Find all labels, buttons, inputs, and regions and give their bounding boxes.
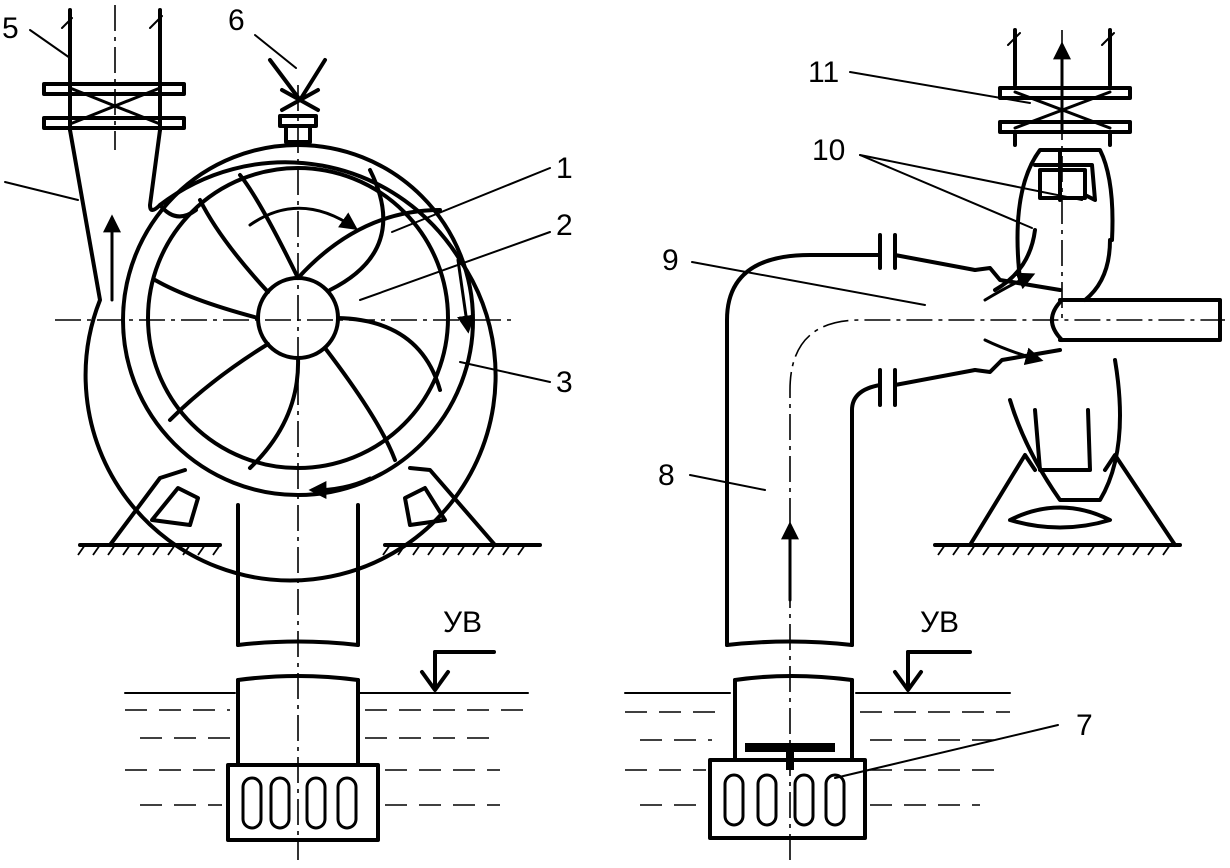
discharge-pipe-right <box>998 28 1132 147</box>
right-pump-figure <box>624 28 1225 860</box>
label-8: 8 <box>658 459 675 492</box>
suction-elbow-right <box>708 233 977 840</box>
vent-valve <box>268 58 327 144</box>
label-10: 10 <box>812 134 845 167</box>
water-surface-left <box>124 650 529 806</box>
water-surface-right <box>624 650 1011 806</box>
label-6: 6 <box>228 4 245 37</box>
label-11: 11 <box>808 56 839 89</box>
leader-lines-right <box>689 71 1083 779</box>
leader-lines-left <box>4 29 551 383</box>
label-1: 1 <box>556 152 573 185</box>
label-5: 5 <box>2 12 19 45</box>
pump-section-right <box>933 148 1222 556</box>
label-water-level-left: УВ <box>443 606 482 639</box>
label-2: 2 <box>556 209 573 242</box>
labels: 5 6 1 2 3 УВ 11 10 9 8 УВ 7 <box>2 4 1093 742</box>
left-pump-figure <box>4 5 551 860</box>
axis-elbow-right <box>789 319 1225 860</box>
flow-arrows-left <box>103 206 475 499</box>
label-9: 9 <box>662 244 679 277</box>
label-3: 3 <box>556 366 573 399</box>
label-water-level-right: УВ <box>920 606 959 639</box>
discharge-pipe-left <box>42 8 186 132</box>
suction-pipe-left <box>226 503 380 842</box>
pump-supports-left <box>77 466 542 556</box>
label-7: 7 <box>1076 709 1093 742</box>
